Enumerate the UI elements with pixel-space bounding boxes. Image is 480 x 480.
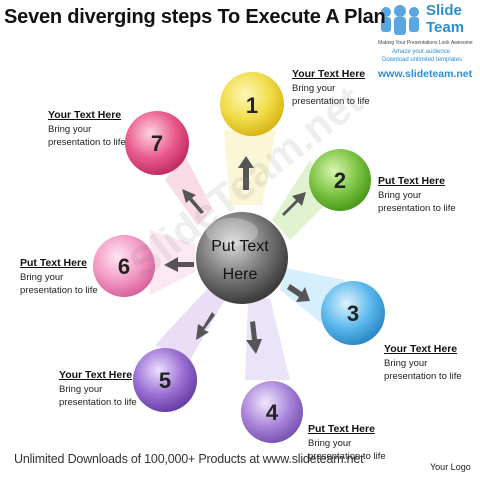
step-circle-5[interactable]: 5 bbox=[133, 348, 197, 412]
arrow-3 bbox=[287, 284, 310, 302]
logo-tagline: Making Your Presentations Look Awesome bbox=[378, 40, 473, 46]
step-number-4: 4 bbox=[266, 400, 279, 425]
step-number-3: 3 bbox=[347, 301, 359, 326]
step-circle-3[interactable]: 3 bbox=[321, 281, 385, 345]
step-circle-6[interactable]: 6 bbox=[93, 235, 155, 297]
center-label-line1: Put Text bbox=[211, 238, 269, 255]
callout-6-line1: Bring your bbox=[20, 272, 64, 283]
callout-3-heading: Your Text Here bbox=[384, 343, 458, 355]
callout-5-line1: Bring your bbox=[59, 384, 103, 395]
step-number-2: 2 bbox=[334, 168, 346, 193]
callout-7-line2: presentation to life bbox=[48, 137, 126, 148]
callout-2-line1: Bring your bbox=[378, 190, 422, 201]
callout-4: Put Text Here Bring your presentation to… bbox=[308, 423, 386, 463]
step-circle-7[interactable]: 7 bbox=[125, 111, 189, 175]
callout-2-heading: Put Text Here bbox=[378, 175, 445, 187]
step-circle-2[interactable]: 2 bbox=[309, 149, 371, 211]
beam-4 bbox=[245, 298, 290, 380]
page-title: Seven diverging steps To Execute A Plan bbox=[4, 6, 386, 28]
callout-7-heading: Your Text Here bbox=[48, 109, 122, 121]
step-circle-4[interactable]: 4 bbox=[241, 381, 303, 443]
callout-1-heading: Your Text Here bbox=[292, 68, 366, 80]
callout-2: Put Text Here Bring your presentation to… bbox=[378, 175, 456, 215]
your-logo-label: Your Logo bbox=[430, 462, 471, 472]
center-label-line2: Here bbox=[223, 266, 258, 283]
callout-5: Your Text Here Bring your presentation t… bbox=[59, 369, 137, 409]
step-number-6: 6 bbox=[118, 254, 130, 279]
center-circle[interactable]: Put Text Here bbox=[196, 212, 288, 304]
callout-1-line2: presentation to life bbox=[292, 96, 370, 107]
callout-4-heading: Put Text Here bbox=[308, 423, 375, 435]
step-number-7: 7 bbox=[151, 131, 163, 156]
arrow-2 bbox=[282, 192, 306, 216]
logo-url[interactable]: www.slideteam.net bbox=[378, 68, 473, 80]
logo-people-icon bbox=[381, 5, 419, 35]
callout-5-line2: presentation to life bbox=[59, 397, 137, 408]
footer-text[interactable]: Unlimited Downloads of 100,000+ Products… bbox=[14, 452, 364, 466]
callout-3: Your Text Here Bring your presentation t… bbox=[384, 343, 462, 383]
arrows bbox=[164, 156, 310, 354]
arrow-6 bbox=[164, 257, 194, 272]
logo-name-line1: Slide bbox=[426, 2, 462, 19]
callout-2-line2: presentation to life bbox=[378, 203, 456, 214]
arrow-7 bbox=[182, 189, 204, 214]
arrow-5 bbox=[196, 312, 215, 340]
arrow-4 bbox=[246, 321, 262, 354]
callout-4-line1: Bring your bbox=[308, 438, 352, 449]
callout-1: Your Text Here Bring your presentation t… bbox=[292, 68, 370, 108]
step-number-5: 5 bbox=[159, 368, 171, 393]
callout-6-line2: presentation to life bbox=[20, 285, 98, 296]
step-number-1: 1 bbox=[246, 93, 258, 118]
logo-name-line2: Team bbox=[426, 19, 465, 36]
logo-line2: Download unlimited templates bbox=[382, 57, 463, 63]
callout-6-heading: Put Text Here bbox=[20, 257, 87, 269]
callout-7: Your Text Here Bring your presentation t… bbox=[48, 109, 126, 149]
callout-5-heading: Your Text Here bbox=[59, 369, 133, 381]
callout-3-line1: Bring your bbox=[384, 358, 428, 369]
slideteam-logo[interactable]: Slide Team Making Your Presentations Loo… bbox=[376, 2, 478, 82]
logo-line1: Amaze your audience bbox=[392, 49, 451, 55]
callout-1-line1: Bring your bbox=[292, 83, 336, 94]
step-circle-1[interactable]: 1 bbox=[220, 72, 284, 136]
beam-5 bbox=[155, 288, 226, 360]
step-circles: 1 2 3 4 5 6 7 bbox=[93, 72, 385, 443]
callout-6: Put Text Here Bring your presentation to… bbox=[20, 257, 98, 297]
arrow-1 bbox=[238, 156, 254, 190]
callout-7-line1: Bring your bbox=[48, 124, 92, 135]
callout-3-line2: presentation to life bbox=[384, 371, 462, 382]
callout-4-line2: presentation to life bbox=[308, 451, 386, 462]
